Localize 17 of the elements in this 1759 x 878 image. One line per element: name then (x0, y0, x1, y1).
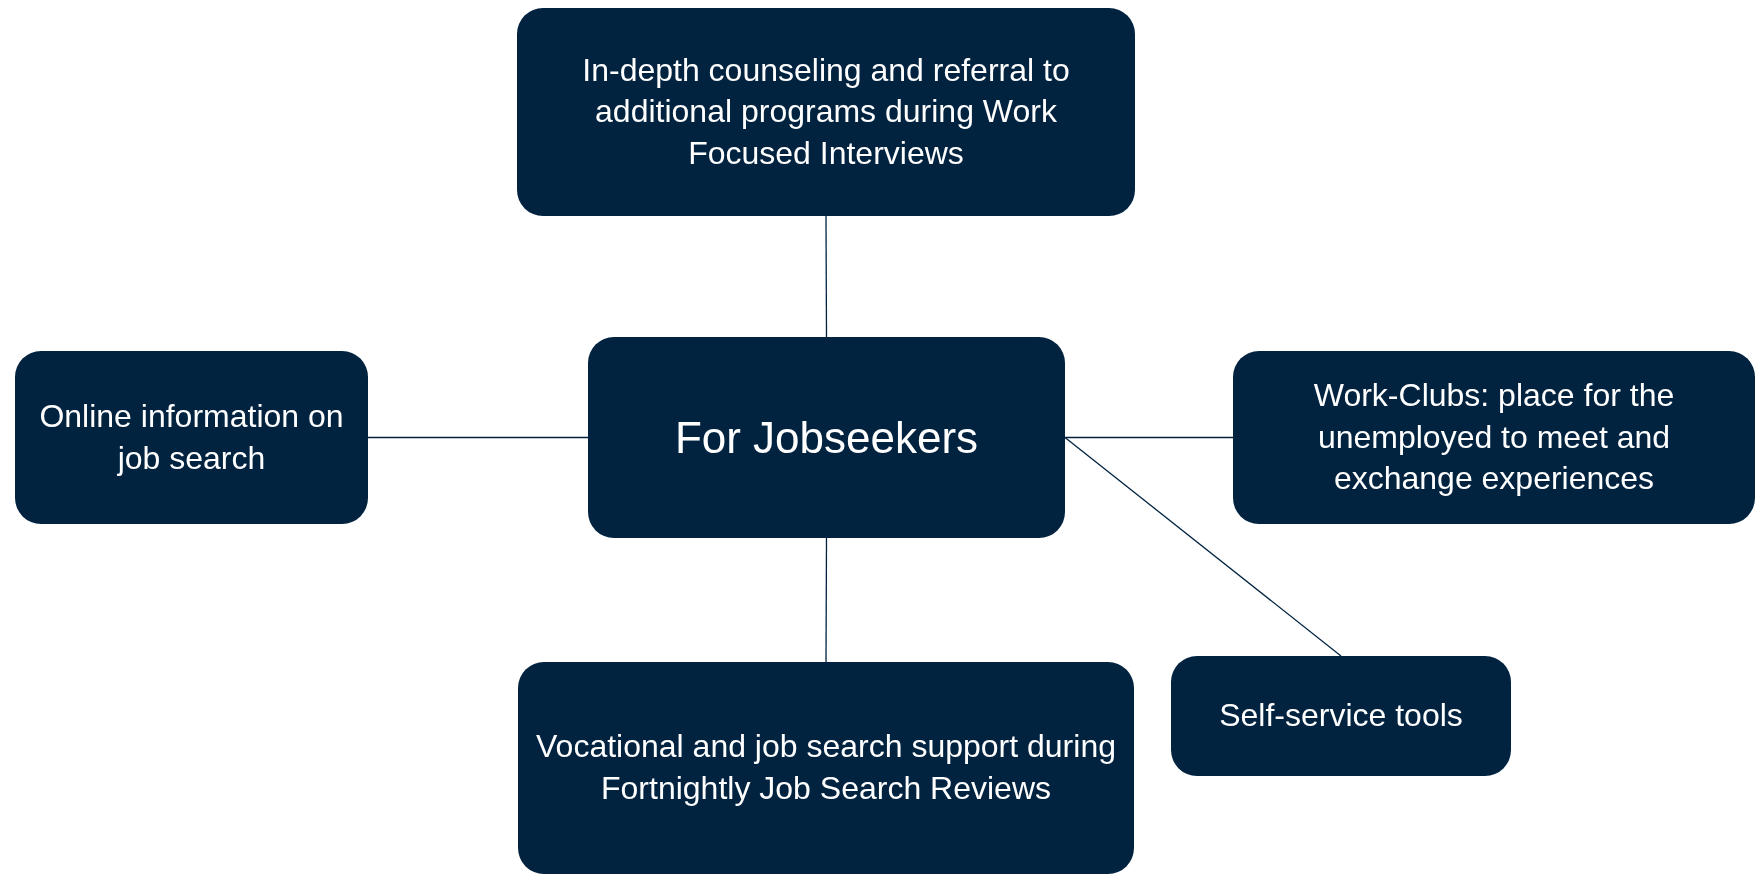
rounded-box (518, 662, 1134, 874)
node-label: Work-Clubs: place for the unemployed to meet and exchange experiences (1312, 376, 1676, 499)
rounded-box (517, 8, 1135, 216)
rounded-box (1233, 351, 1755, 524)
connector-line (825, 215, 828, 338)
connector-line (1064, 436, 1342, 657)
node-label: In-depth counseling and referral to additional programs during Work Focused Interviews (581, 50, 1071, 173)
node-label: Vocational and job search support during Fortnightly Job Search Reviews (535, 727, 1117, 808)
rounded-box (15, 351, 368, 524)
rounded-box (1171, 656, 1511, 776)
node-label: Self-service tools (1219, 696, 1463, 736)
connector-line (1064, 436, 1234, 439)
rounded-box (588, 337, 1065, 538)
connector-line (825, 537, 828, 663)
node-label: Online information on job search (38, 396, 345, 478)
connector-line (367, 436, 589, 439)
hub-label: For Jobseekers (674, 411, 979, 464)
